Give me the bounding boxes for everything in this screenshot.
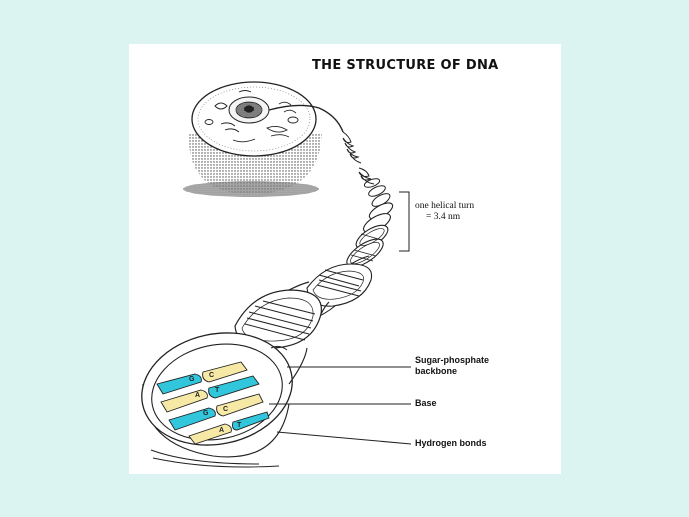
- nucleus-drawing: [228, 96, 270, 124]
- svg-text:C: C: [209, 372, 214, 379]
- svg-text:G: G: [203, 410, 209, 417]
- dna-illustration: G C A T G C A T: [141, 81, 412, 468]
- base-pairs: [156, 361, 270, 445]
- svg-text:A: A: [219, 427, 224, 434]
- leader-lines: [269, 366, 412, 445]
- svg-text:T: T: [237, 422, 242, 429]
- backbone-label: Sugar-phosphate backbone: [415, 355, 490, 376]
- base-letters: G C A T G C A T: [189, 372, 242, 434]
- helical-turn-label: one helical turn = 3.4 nm: [415, 201, 475, 222]
- dna-cross-section: G C A T G C A T: [141, 332, 308, 468]
- diagram-title: THE STRUCTURE OF DNA: [312, 58, 499, 73]
- base-label: Base: [415, 398, 437, 408]
- svg-text:T: T: [215, 387, 220, 394]
- organelles-drawing: [204, 90, 299, 143]
- helix-large-turn: [234, 281, 330, 349]
- svg-text:C: C: [223, 406, 228, 413]
- helix-ribbon: [346, 202, 394, 268]
- helix-medium-turn: [306, 255, 373, 319]
- cell-drawing: [183, 81, 344, 197]
- svg-text:A: A: [195, 392, 200, 399]
- hydrogen-bonds-label: Hydrogen bonds: [415, 438, 487, 448]
- hydrogen-bonds-leader-line: [276, 431, 412, 445]
- coiled-strand: [342, 131, 391, 207]
- svg-text:G: G: [189, 376, 195, 383]
- diagram-slide: THE STRUCTURE OF DNA: [129, 44, 561, 474]
- helical-turn-bracket: [399, 191, 410, 252]
